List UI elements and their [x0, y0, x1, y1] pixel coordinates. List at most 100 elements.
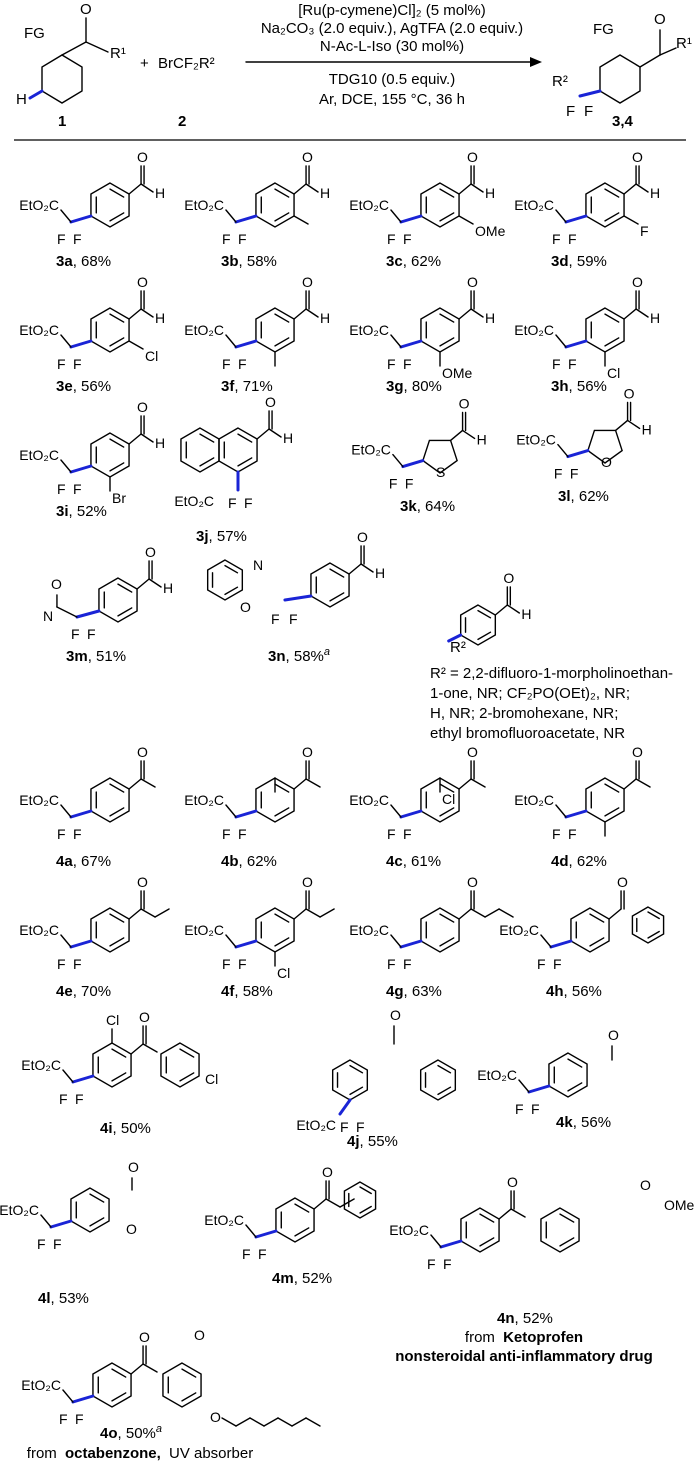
ester-group: EtO₂C	[516, 432, 556, 448]
compound-id: 4g	[386, 983, 404, 1000]
condition-tdg: TDG10 (0.5 equiv.)	[329, 71, 455, 88]
compound-label: 4b, 62%	[221, 853, 277, 870]
substituent-F: F	[640, 223, 649, 239]
compound-label: 4l, 53%	[38, 1290, 89, 1307]
compound-yield: 56%	[572, 983, 602, 1000]
compound-separator: ,	[51, 1290, 59, 1307]
substituent-cl: Cl	[106, 1012, 119, 1028]
fluorine: F	[57, 956, 66, 972]
substituent-Cl: Cl	[277, 965, 290, 981]
ketone-o: O	[617, 874, 628, 890]
compound-separator: ,	[118, 1425, 126, 1442]
compound-yield: 56%	[577, 378, 607, 395]
aldehyde-o: O	[357, 529, 368, 545]
ester-group: EtO₂C	[21, 1057, 61, 1073]
compound-separator: ,	[294, 1270, 302, 1287]
ketone-o: O	[302, 874, 313, 890]
compound-id: 4e	[56, 983, 73, 1000]
compound-label: 4k, 56%	[556, 1114, 611, 1131]
compound-label: 3e, 56%	[56, 378, 111, 395]
compound-separator: ,	[404, 378, 412, 395]
octabenzone-name: octabenzone,	[65, 1445, 161, 1462]
compound-yield: 59%	[577, 253, 607, 270]
compound-yield: 51%	[96, 648, 126, 665]
compound-label: 4m, 52%	[272, 1270, 332, 1287]
ketoprofen-class: nonsteroidal anti-inflammatory drug	[395, 1348, 653, 1365]
compound-separator: ,	[88, 648, 96, 665]
aldehyde-h: H	[485, 310, 495, 326]
fluorine: F	[57, 231, 66, 247]
ester-group: EtO₂C	[351, 442, 391, 458]
ketone-o: O	[139, 1009, 150, 1025]
fluorine: F	[53, 1236, 62, 1252]
substituent-cl: Cl	[205, 1071, 218, 1087]
compound-separator: ,	[403, 853, 411, 870]
compound-label: 3h, 56%	[551, 378, 607, 395]
compound-separator: ,	[69, 503, 77, 520]
octabenzone-note: from octabenzone, UV absorber	[27, 1445, 253, 1462]
fluorine: F	[289, 611, 298, 627]
fluorine: F	[222, 231, 231, 247]
compound-separator: ,	[573, 1114, 581, 1131]
compound-id: 4n	[497, 1310, 515, 1327]
aldehyde-o: O	[265, 394, 276, 410]
fluorine: F	[553, 956, 562, 972]
fluorine: F	[271, 611, 280, 627]
ester-group: EtO₂C	[19, 792, 59, 808]
ester-group: EtO₂C	[184, 922, 224, 938]
aldehyde-h: H	[477, 431, 487, 447]
fluorine: F	[57, 356, 66, 372]
compound-separator: ,	[417, 498, 425, 515]
fluorine: F	[552, 356, 561, 372]
compound-label: 3a, 68%	[56, 253, 111, 270]
aldehyde-o: O	[145, 544, 156, 560]
compound-yield: 55%	[368, 1133, 398, 1150]
compound-yield: 58%	[247, 253, 277, 270]
compound-separator: ,	[73, 983, 81, 1000]
aldehyde-h: H	[320, 310, 330, 326]
fluorine: F	[71, 626, 80, 642]
aldehyde-o: O	[467, 149, 478, 165]
compound-id: 3k	[400, 498, 417, 515]
tetralone-o: O	[608, 1027, 619, 1043]
ester-group: EtO₂C	[349, 197, 389, 213]
ketone-o: O	[302, 744, 313, 760]
ketone-o: O	[467, 744, 478, 760]
compound-id: 4m	[272, 1270, 294, 1287]
compound-yield: 50%	[121, 1120, 151, 1137]
compound-id: 4i	[100, 1120, 113, 1137]
aldehyde-o: O	[137, 149, 148, 165]
ester-group: EtO₂C	[19, 197, 59, 213]
compound-id: 4a	[56, 853, 73, 870]
aldehyde-h: H	[642, 421, 652, 437]
chroman-o: O	[126, 1221, 137, 1237]
compound-label: 4d, 62%	[551, 853, 607, 870]
fluorenone-o: O	[390, 1007, 401, 1023]
substituent-OMe: OMe	[442, 365, 473, 381]
ketone-o: O	[139, 1329, 150, 1345]
fluorine: F	[403, 356, 412, 372]
ketone-o: O	[632, 744, 643, 760]
fluorine: F	[75, 1091, 84, 1107]
fluorine: F	[57, 481, 66, 497]
heteroatom: O	[601, 454, 612, 470]
fluorine: F	[570, 466, 579, 482]
ester-group: EtO₂C	[349, 792, 389, 808]
fg-label: FG	[593, 21, 614, 38]
ester-group: EtO₂C	[19, 922, 59, 938]
fluorine: F	[222, 956, 231, 972]
fluorine: F	[244, 495, 253, 511]
